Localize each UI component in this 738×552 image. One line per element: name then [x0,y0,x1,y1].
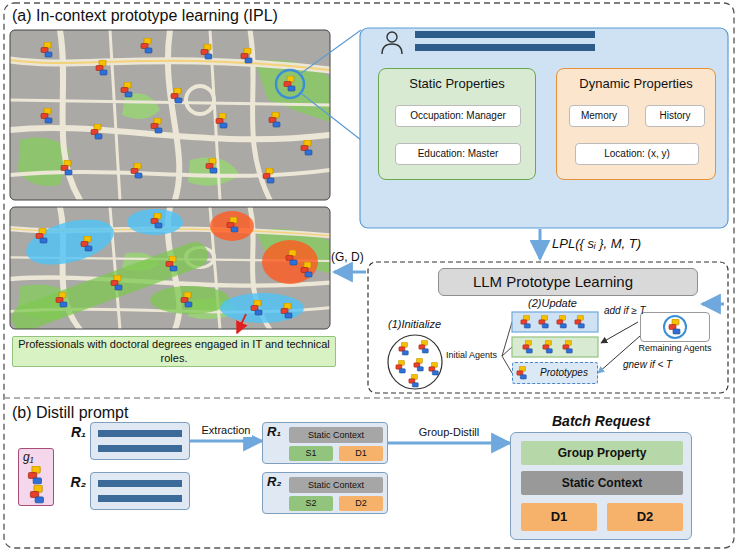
city-map-bottom [10,207,330,329]
batch-box: Batch RequestGroup PropertyStatic Contex… [510,432,692,540]
flow-arrow [334,271,366,274]
node-text: S1 [305,448,316,459]
prototype-fill [512,362,598,384]
annotation-label: (2)Update [528,297,577,310]
node-text: D1 [355,448,367,459]
incoming-arrow [702,303,724,306]
annotation-label: (a) In-context prototype learning (IPL) [12,6,278,25]
fan-lines [502,322,512,373]
property-box: Education: Master [395,143,521,165]
group-fill [18,448,54,506]
group-box: g₁ [18,448,54,506]
prototype-box: Prototypes [512,362,598,384]
dynamic-box: D2 [339,496,383,511]
agent-box: Remaining Agents [640,312,710,342]
request-box: R₂ [90,472,190,510]
node-text: Static Context [308,480,364,491]
context-box: Static Context [289,477,383,493]
connector-arrow [388,442,510,445]
node-text: R₂ [267,474,281,490]
request-bar [98,430,182,437]
profile-bar [415,31,595,38]
prototype-region [368,262,728,393]
add-arrow [601,322,638,343]
initial-agents [388,335,442,389]
edge-label: Group-Distill [417,426,482,439]
request-fill [90,422,190,460]
node-text: History [659,110,690,122]
node-text: Location: (x, y) [604,148,670,160]
request-fill [90,472,190,510]
node-text: S2 [305,498,316,509]
request-bar [98,495,182,502]
context-box: Static Context [521,471,683,495]
user-icon [382,32,402,54]
agents-initial [396,340,438,387]
request-bar [98,445,182,452]
node-text: Remaining Agents [638,343,711,354]
node-text: Group Property [558,446,647,460]
request-bar [98,480,182,487]
node-text: R₁ [267,424,281,440]
node-text: Static Properties [379,76,535,92]
node-text: Static Context [562,476,643,490]
agents-top [41,38,312,183]
node-text: Education: Master [418,148,499,160]
node-text: g₁ [23,450,33,464]
request-box: R₂ Static ContextS2 D2 [262,472,388,514]
property-box: Occupation: Manager [395,105,521,127]
node-text: Memory [581,110,617,122]
node-text: Professionals with doctoral degrees enga… [13,338,335,364]
request-box: R₁ Static ContextS1 D1 [262,422,388,464]
node-text: R₁ [71,424,86,441]
city-map-top [10,30,330,200]
annotation-label: (1)Initialize [388,318,441,331]
edge-label: gnew if < T [621,359,674,371]
property-box: Memory [569,105,629,127]
node-text: D2 [355,498,367,509]
zoom-circle [276,70,304,98]
profile-bar [415,44,595,51]
dynamic-box: D1 [339,446,383,461]
node-text: Batch Request [552,413,650,430]
process-box: LLM Prototype Learning [438,268,698,296]
outer-border [4,3,734,548]
zoom-lines [300,30,361,140]
profile-panel [360,28,728,228]
group-box [512,337,598,357]
node-text: D1 [551,509,568,525]
selected-agent [664,316,686,338]
caption-box: Professionals with doctoral degrees enga… [12,336,336,367]
connector-arrow [190,440,262,443]
dynamic-box: D2 [607,503,683,531]
annotation-label: add if ≥ T [604,305,646,317]
group-box [512,312,598,332]
annotation-label: Initial Agents [446,350,497,361]
dynamic-box: D1 [521,503,597,531]
property-box: History [645,105,705,127]
context-box: Static Context [289,427,383,443]
static-box: S1 [289,446,333,461]
node-text: Static Context [308,430,364,441]
node-text: LLM Prototype Learning [473,273,633,291]
node-text: Occupation: Manager [410,110,506,122]
node-text: Prototypes [540,367,588,379]
agents-bottom [36,213,312,318]
edge-label: Extraction [200,424,253,437]
node-text: Dynamic Properties [557,76,715,92]
request-box: R₁ [90,422,190,460]
annotation-label: LPL({ sᵢ }, M, T) [552,236,641,252]
annotation-label: (b) Distill prompt [12,403,128,422]
flow-arrow [539,229,542,259]
red-pointer [237,314,246,333]
node-text: D2 [637,509,654,525]
property-box: Location: (x, y) [575,143,699,165]
property-group: Static PropertiesOccupation: ManagerEduc… [378,68,536,180]
annotation-label: (G, D) [331,250,364,264]
panel-divider [4,397,734,399]
group-property-box: Group Property [521,441,683,465]
node-text: R₂ [71,474,86,491]
static-box: S2 [289,496,333,511]
property-group: Dynamic PropertiesMemory HistoryLocation:… [556,68,716,180]
